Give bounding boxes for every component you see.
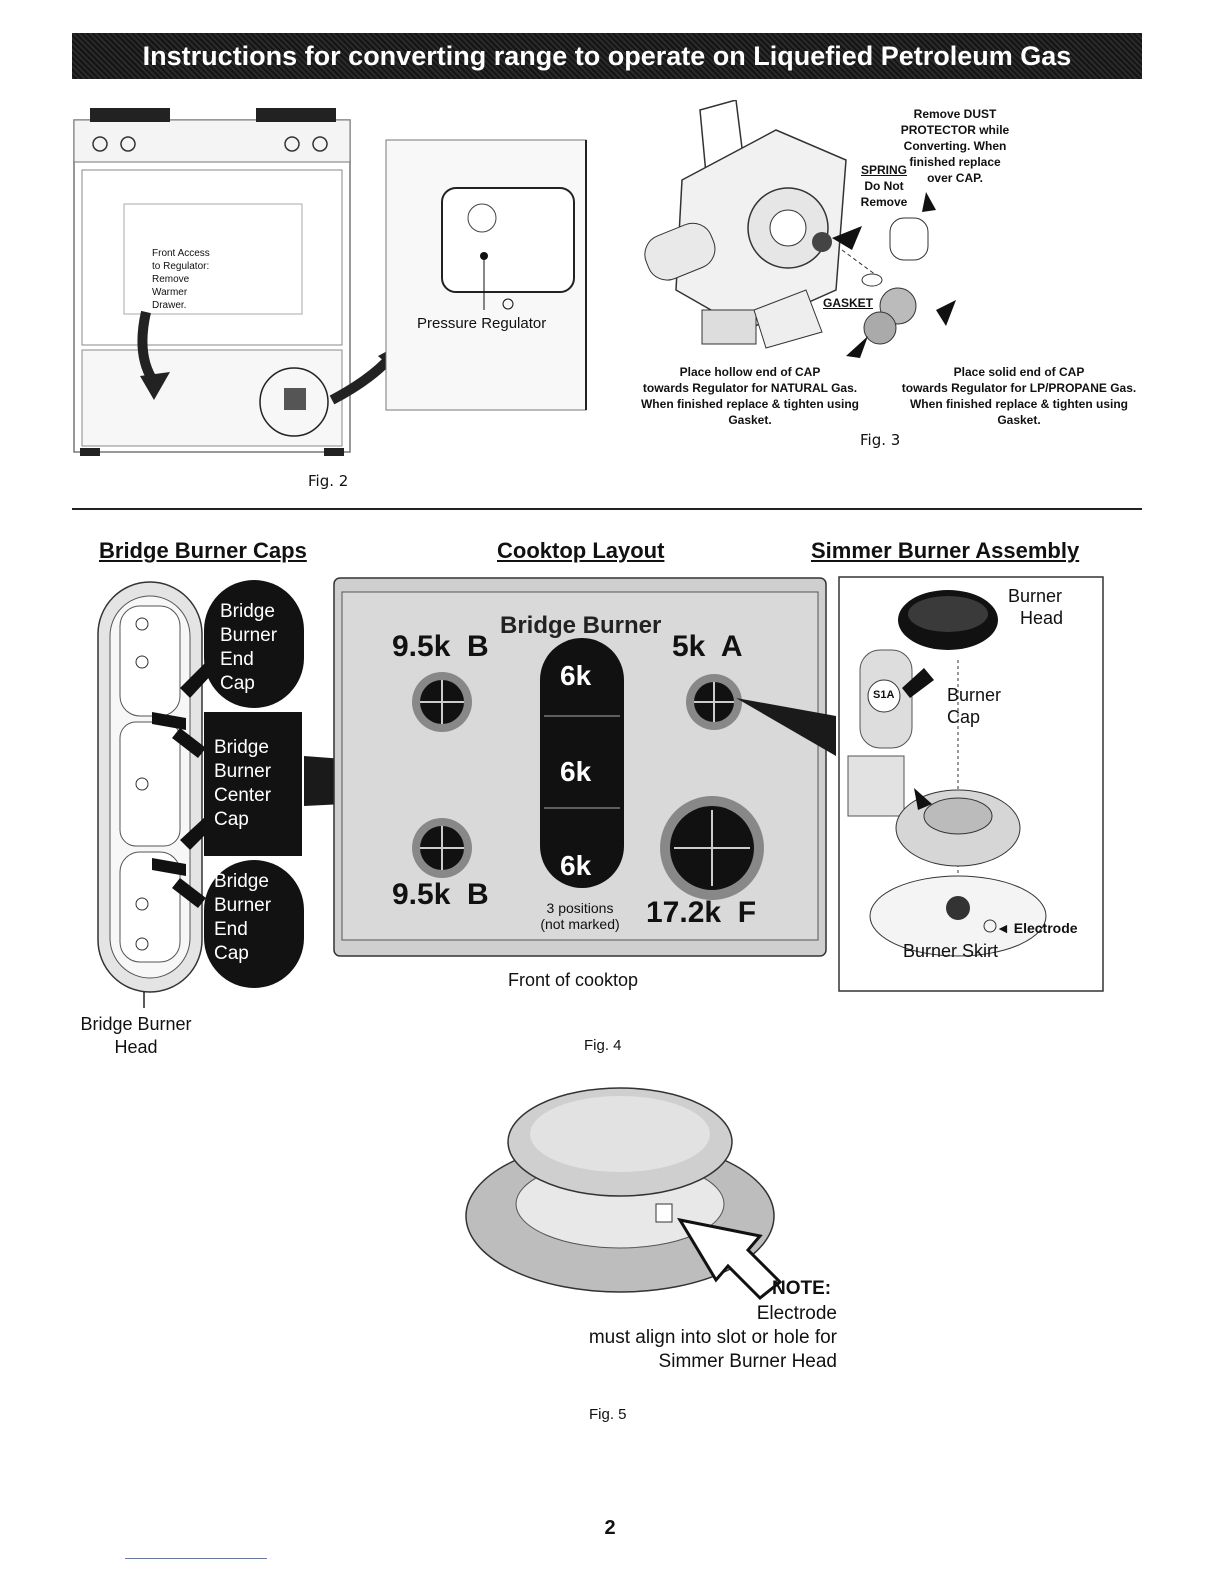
cap-label-line: End	[214, 919, 248, 940]
dust-note-line: PROTECTOR while	[900, 123, 1010, 137]
end-cap-top-label: Bridge Burner End Cap	[212, 588, 312, 708]
burner-head-line: Burner	[1008, 586, 1063, 606]
positions-note-line: (not marked)	[540, 916, 620, 932]
burner-cap-line: Burner	[947, 685, 1002, 705]
bridge-burner-label: Bridge Burner	[500, 612, 662, 639]
burner-skirt-label: Burner Skirt	[903, 941, 999, 961]
dust-note-line: over CAP.	[927, 171, 983, 185]
head-label-line: Bridge Burner	[80, 1014, 192, 1034]
cap-label-line: Burner	[214, 761, 272, 782]
gasket-label: GASKET	[823, 296, 874, 310]
fig2-access-note: Front Access to Regulator: Remove Warmer…	[152, 247, 210, 312]
access-note-line: Drawer.	[152, 300, 187, 311]
bridge-value-bottom: 6k	[560, 850, 592, 881]
bridge-burner-head-illustration	[90, 578, 320, 1010]
spring-note-line: Remove	[860, 195, 908, 209]
note-body: Electrode must align into slot or hole f…	[560, 1302, 837, 1374]
arrow-left-icon: ◄	[996, 920, 1014, 936]
positions-note: 3 positions (not marked)	[530, 900, 630, 932]
page-number: 2	[604, 1517, 616, 1539]
access-note-line: Remove	[152, 274, 190, 285]
pressure-regulator-label: Pressure Regulator	[417, 315, 547, 332]
front-of-cooktop-label: Front of cooktop	[508, 970, 639, 990]
burner-cap-line: Cap	[947, 707, 981, 727]
bridge-value-center: 6k	[560, 756, 592, 787]
cap-label-line: Burner	[214, 895, 272, 916]
dust-protector-note: Remove DUST PROTECTOR while Converting. …	[900, 106, 1010, 186]
spring-note-line: Do Not	[864, 179, 904, 193]
solid-end-note: Place solid end of CAP towards Regulator…	[888, 364, 1150, 428]
hollow-note-line: When finished replace & tighten using Ga…	[640, 397, 859, 427]
fig5-illustration	[460, 1086, 790, 1310]
cap-label-line: Cap	[214, 943, 249, 964]
fig3-illustration	[636, 99, 956, 360]
access-note-line: to Regulator:	[152, 261, 210, 272]
burner-head-label: Burner Head	[1008, 585, 1063, 629]
fig2-caption: Fig. 2	[308, 472, 349, 490]
right-rear-burner-rating: 5k A	[672, 630, 743, 663]
right-front-burner-rating: 17.2k F	[646, 896, 757, 929]
page-title-banner: Instructions for converting range to ope…	[72, 33, 1142, 79]
dust-note-line: Converting. When	[903, 139, 1007, 153]
note-title: NOTE:	[772, 1278, 832, 1299]
bridge-value-top: 6k	[560, 660, 592, 691]
hollow-end-note: Place hollow end of CAP towards Regulato…	[620, 364, 880, 428]
fig3-caption: Fig. 3	[860, 431, 901, 449]
electrode-text: Electrode	[1013, 920, 1078, 936]
cap-label-line: End	[220, 649, 254, 670]
bridge-caps-title: Bridge Burner Caps	[99, 538, 307, 563]
solid-note-line: Place solid end of CAP	[953, 365, 1085, 379]
bridge-burner-head-label: Bridge Burner Head	[66, 1013, 206, 1059]
solid-note-line: When finished replace & tighten using Ga…	[909, 397, 1128, 427]
fig2-illustration	[70, 100, 600, 470]
hollow-note-line: towards Regulator for NATURAL Gas.	[642, 381, 858, 395]
cooktop-illustration	[300, 576, 840, 960]
fig5-caption: Fig. 5	[589, 1406, 627, 1423]
electrode-label: ◄ Electrode	[996, 920, 1078, 936]
note-line: Simmer Burner Head	[658, 1351, 837, 1372]
section-divider	[72, 508, 1142, 510]
cap-label-line: Burner	[220, 625, 278, 646]
spring-note: SPRING Do Not Remove	[858, 162, 910, 210]
burner-cap-label: Burner Cap	[947, 684, 1001, 728]
footer-rule	[125, 1558, 267, 1559]
note-line: must align into slot or hole for	[588, 1327, 837, 1348]
cap-label-line: Bridge	[214, 871, 269, 892]
positions-note-line: 3 positions	[546, 900, 614, 916]
dust-note-line: finished replace	[909, 155, 1001, 169]
cap-label-line: Cap	[214, 809, 249, 830]
spring-note-line: SPRING	[860, 163, 907, 177]
cap-label-line: Bridge	[220, 601, 275, 622]
cap-label-line: Bridge	[214, 737, 269, 758]
dust-note-line: Remove DUST	[913, 107, 997, 121]
cap-label-line: Cap	[220, 673, 255, 694]
center-cap-label: Bridge Burner Center Cap	[206, 724, 306, 844]
left-front-burner-rating: 9.5k B	[392, 878, 489, 911]
fig4-caption: Fig. 4	[584, 1037, 622, 1054]
cap-marking: S1A	[873, 689, 895, 701]
burner-head-line: Head	[1020, 608, 1064, 628]
cooktop-layout-title: Cooktop Layout	[497, 538, 665, 563]
access-note-line: Front Access	[152, 248, 210, 259]
simmer-assembly-illustration	[838, 576, 1104, 992]
access-note-line: Warmer	[152, 287, 188, 298]
solid-note-line: towards Regulator for LP/PROPANE Gas.	[901, 381, 1137, 395]
hollow-note-line: Place hollow end of CAP	[679, 365, 821, 379]
cap-label-line: Center	[214, 785, 272, 806]
simmer-assembly-title: Simmer Burner Assembly	[811, 538, 1080, 563]
note-line: Electrode	[756, 1303, 837, 1324]
end-cap-bottom-label: Bridge Burner End Cap	[206, 858, 306, 978]
head-label-line: Head	[114, 1037, 158, 1057]
left-rear-burner-rating: 9.5k B	[392, 630, 489, 663]
